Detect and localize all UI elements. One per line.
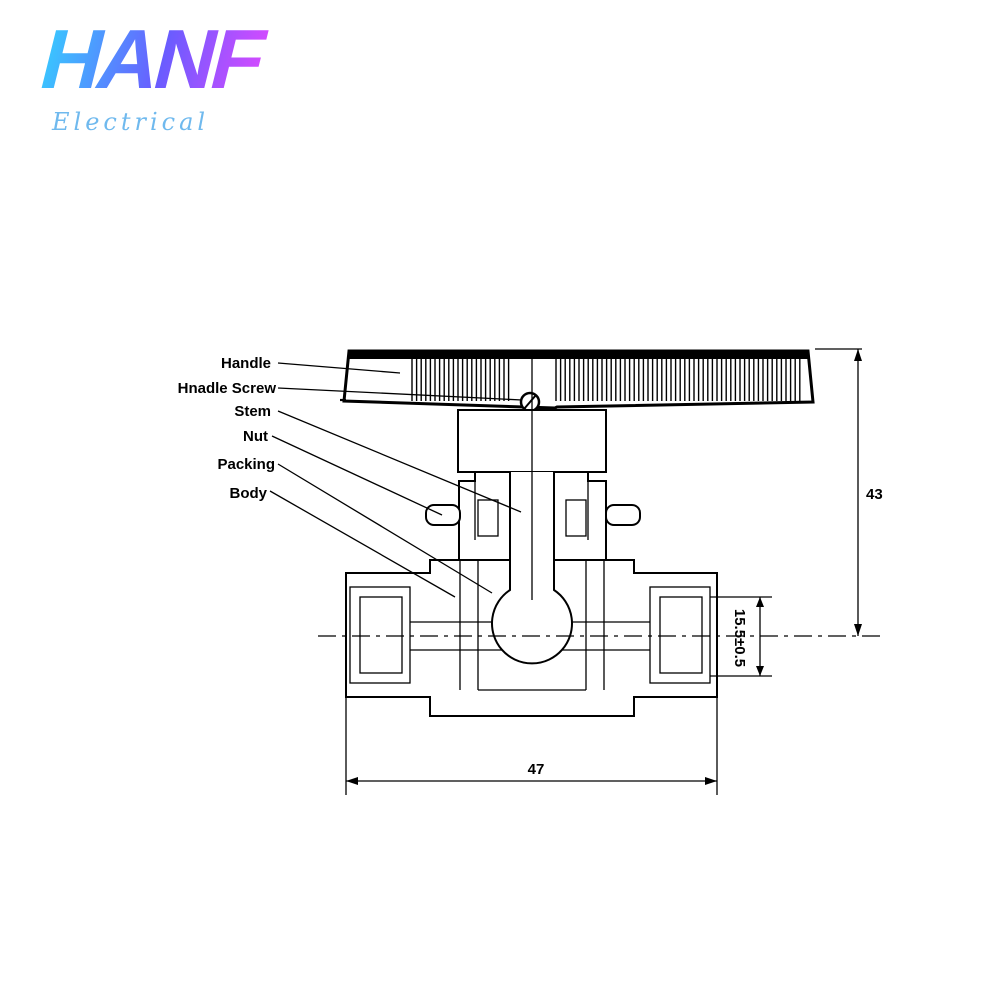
nut-lug-right — [605, 504, 641, 526]
valve-stem — [491, 472, 573, 665]
leader-lines — [269, 362, 523, 598]
label-body: Body — [230, 485, 268, 502]
leader-packing — [277, 463, 493, 594]
logo-tagline: Electrical — [51, 108, 209, 136]
label-handle: Handle — [221, 355, 271, 372]
handle-top-edge — [349, 351, 808, 359]
handle-knob — [340, 349, 815, 410]
handle-ridges — [411, 356, 801, 401]
nut-lug-left — [425, 504, 461, 526]
valve-bonnet — [457, 358, 607, 473]
label-packing: Packing — [217, 456, 275, 473]
label-nut: Nut — [243, 428, 268, 445]
dimension-height: 43 — [815, 348, 883, 636]
leader-handle — [277, 362, 401, 374]
dimension-width: 47 — [345, 697, 718, 795]
logo-wordmark: HANF — [31, 13, 270, 107]
dimension-height-value: 43 — [866, 486, 883, 503]
handle-screw — [519, 391, 541, 413]
leader-body — [269, 490, 456, 598]
label-stem: Stem — [234, 403, 271, 420]
label-handle-screw: Hnadle Screw — [178, 380, 277, 397]
leader-stem — [277, 410, 522, 513]
dimension-bore: 15.5±0.5 — [710, 596, 772, 677]
hanf-logo: HANF Electrical — [31, 13, 270, 136]
leader-nut — [271, 435, 443, 516]
dimension-bore-value: 15.5±0.5 — [731, 609, 748, 667]
dimension-width-value: 47 — [528, 761, 545, 778]
leader-handle-screw — [277, 387, 523, 401]
